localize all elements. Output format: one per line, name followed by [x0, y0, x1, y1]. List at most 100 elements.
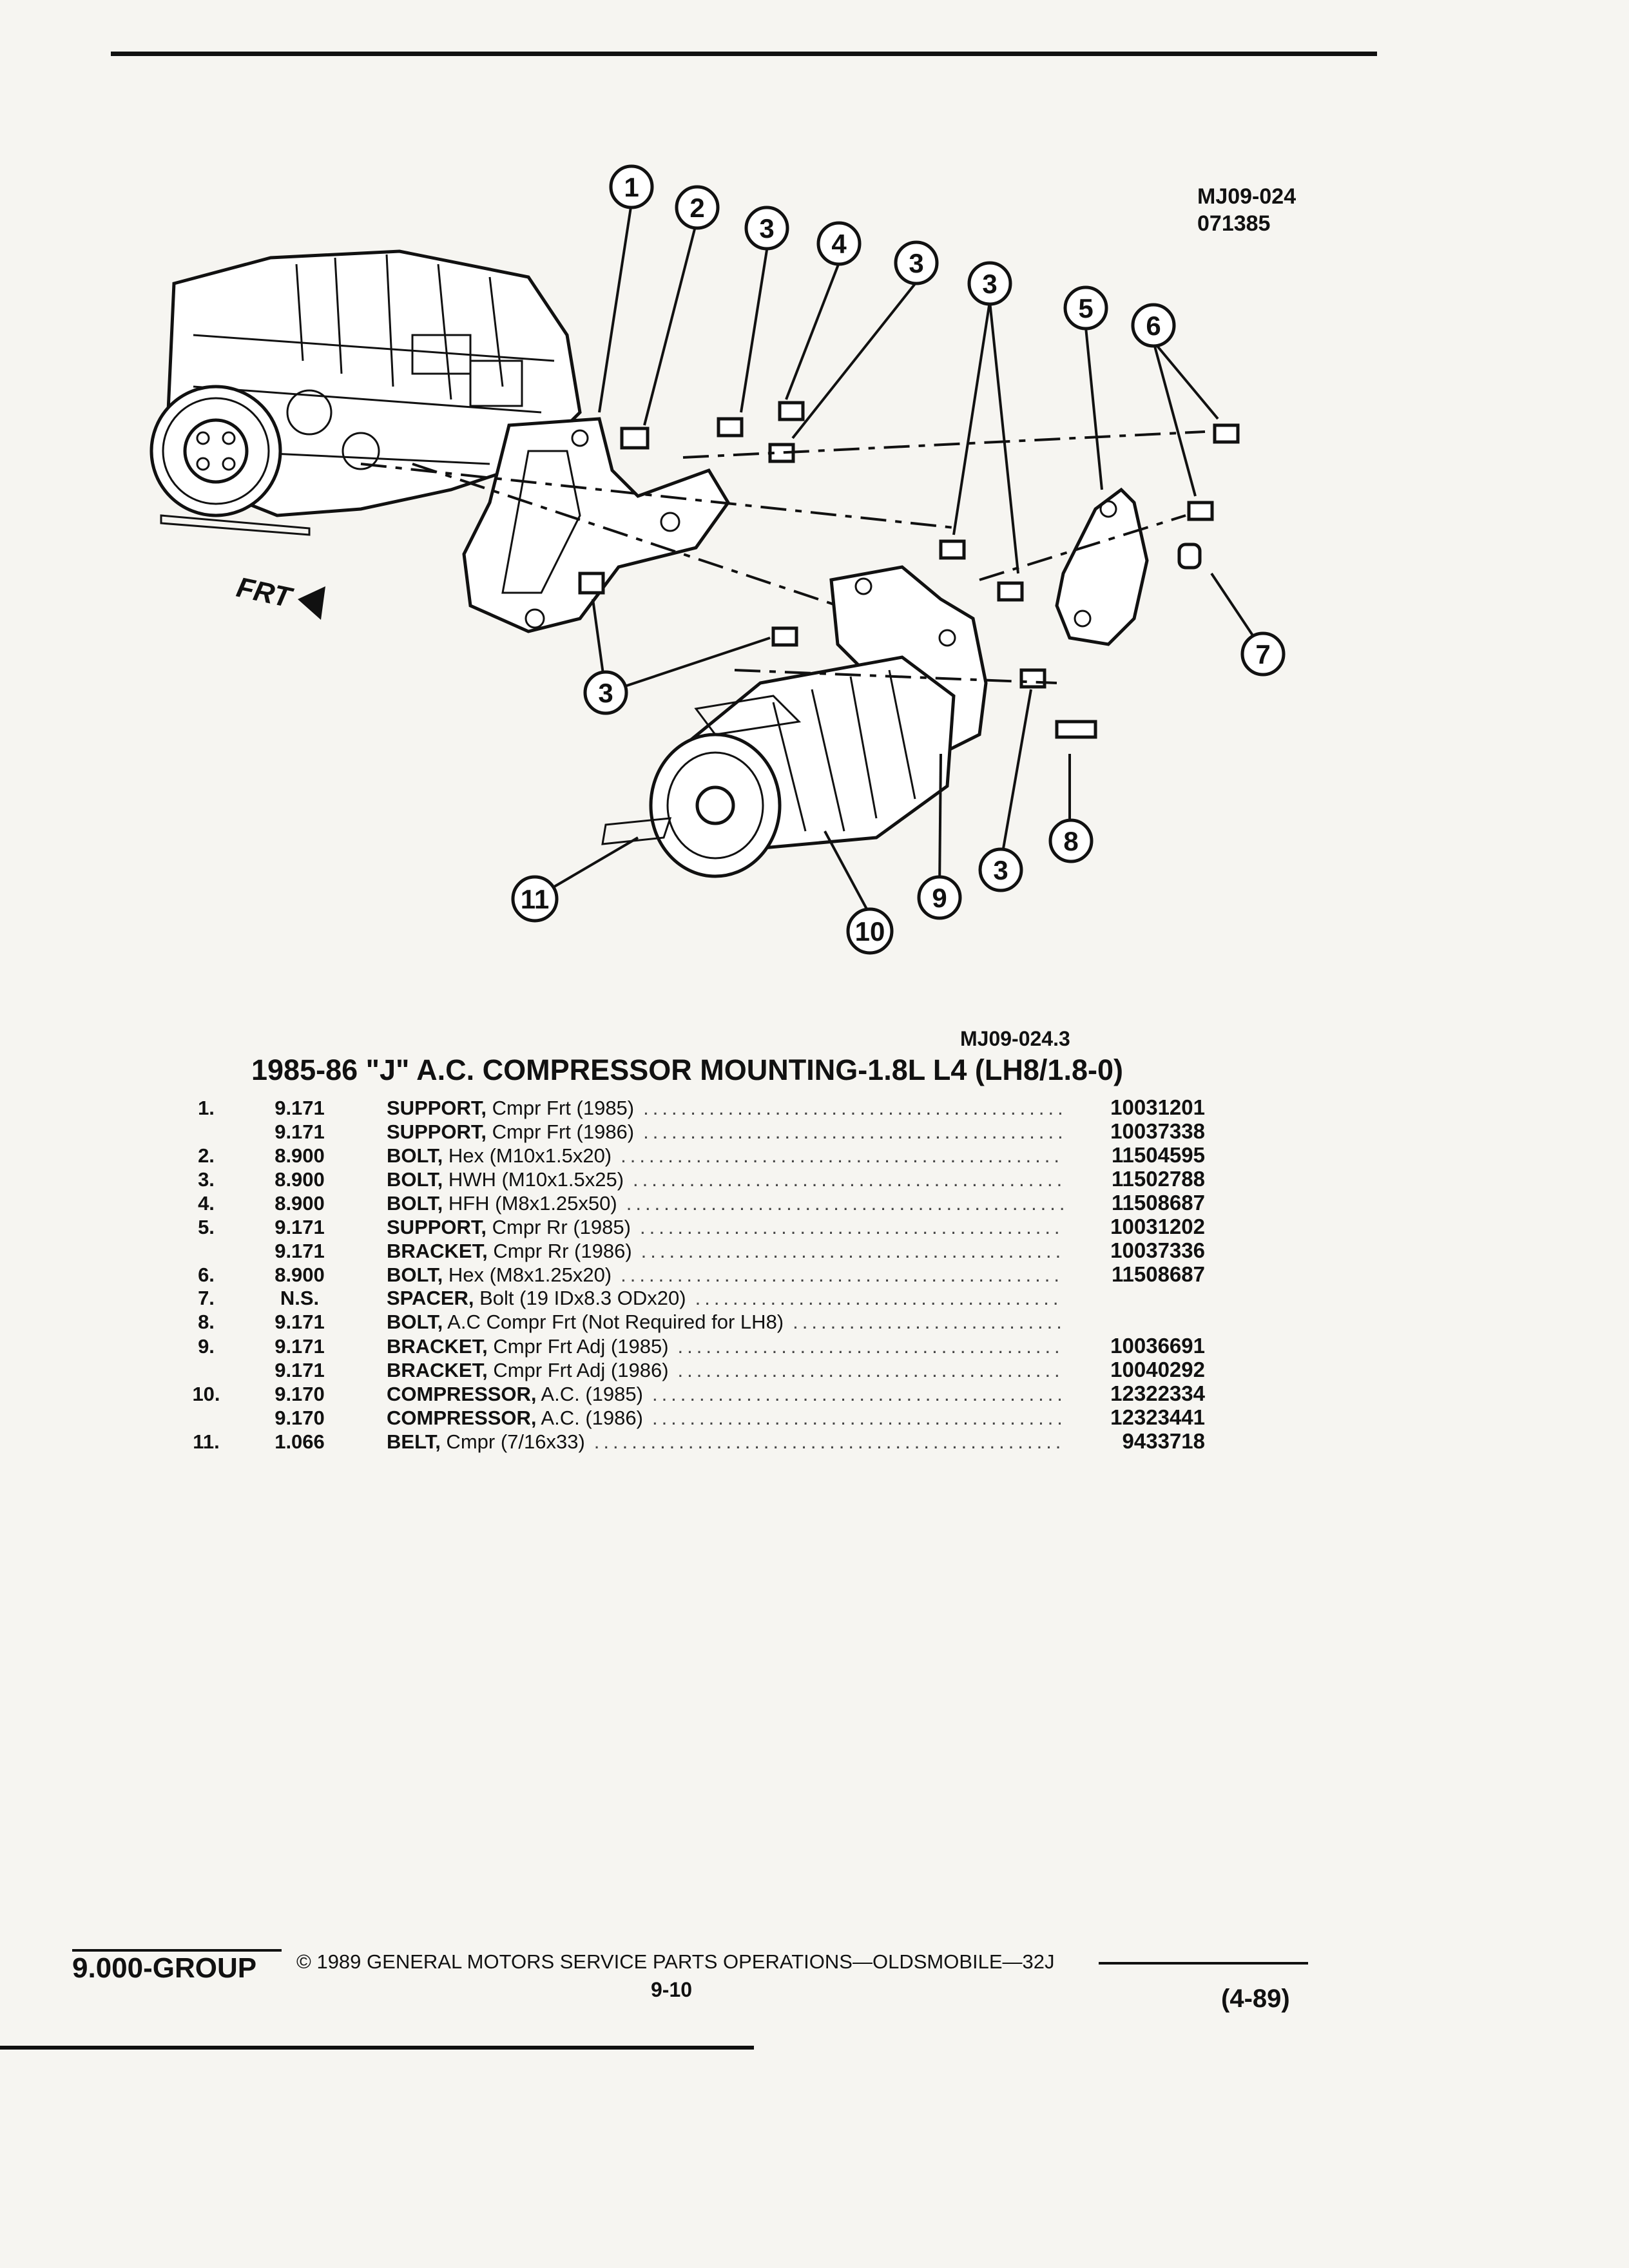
part-detail: Hex (M10x1.5x20)	[443, 1144, 612, 1167]
part-detail: Cmpr (7/16x33)	[440, 1430, 585, 1453]
part-detail: Bolt (19 IDx8.3 ODx20)	[474, 1287, 686, 1309]
part-description: BOLT, HFH (M8x1.25x50)	[361, 1191, 1063, 1215]
svg-text:6: 6	[1146, 311, 1161, 341]
ac-compressor	[649, 655, 956, 878]
part-detail: HFH (M8x1.25x50)	[443, 1192, 617, 1215]
part-name: SUPPORT,	[387, 1216, 487, 1238]
callout-6: 6	[1131, 303, 1176, 348]
callout-5: 5	[1063, 285, 1108, 331]
part-detail: Cmpr Frt Adj (1985)	[487, 1335, 669, 1358]
part-name: BRACKET,	[387, 1240, 488, 1262]
part-description: BRACKET, Cmpr Rr (1986)	[361, 1239, 1063, 1263]
table-row: 9. 9.171 BRACKET, Cmpr Frt Adj (1985) 10036…	[174, 1334, 1205, 1358]
part-name: COMPRESSOR,	[387, 1383, 537, 1405]
leader-dots	[643, 1382, 1063, 1406]
svg-text:3: 3	[759, 213, 774, 244]
item-number: 10.	[192, 1383, 220, 1405]
crankshaft-pulley	[149, 385, 311, 536]
group-number: 9.171	[275, 1216, 325, 1238]
leader-dots	[686, 1286, 1063, 1310]
svg-text:3: 3	[993, 855, 1008, 885]
part-detail: Cmpr Rr (1985)	[487, 1216, 631, 1238]
table-row: 3. 8.900 BOLT, HWH (M10x1.5x25) 11502788	[174, 1167, 1205, 1191]
leader-dots	[624, 1168, 1063, 1191]
part-name: SPACER,	[387, 1287, 474, 1309]
callout-10: 10	[846, 907, 894, 955]
parts-list-title: 1985-86 "J" A.C. COMPRESSOR MOUNTING-1.8…	[251, 1053, 1123, 1086]
figure-date: 071385	[1197, 211, 1271, 236]
part-detail: Cmpr Rr (1986)	[487, 1240, 632, 1262]
item-number: 3.	[198, 1168, 215, 1191]
part-number: 11504595	[1111, 1143, 1205, 1167]
part-number: 10037336	[1110, 1238, 1205, 1262]
part-description: SPACER, Bolt (19 IDx8.3 ODx20)	[361, 1286, 1063, 1310]
bolt-set	[578, 401, 1240, 739]
item-number: 2.	[198, 1144, 215, 1167]
group-number: 8.900	[275, 1264, 325, 1286]
leader-dots	[643, 1406, 1063, 1430]
leader-dots	[612, 1263, 1063, 1287]
part-number: 10036691	[1110, 1334, 1205, 1358]
item-number: 8.	[198, 1311, 215, 1333]
footer-copyright: © 1989 GENERAL MOTORS SERVICE PARTS OPER…	[296, 1950, 1055, 1973]
part-detail: HWH (M10x1.5x25)	[443, 1168, 624, 1191]
part-detail: A.C. (1986)	[536, 1407, 643, 1429]
leader-dots	[784, 1310, 1063, 1334]
part-number: 10031202	[1110, 1215, 1205, 1238]
part-name: BOLT,	[387, 1168, 443, 1191]
part-name: BRACKET,	[387, 1335, 488, 1358]
callout-8: 8	[1048, 818, 1094, 863]
leader-dots	[634, 1120, 1063, 1144]
alignment-line	[412, 463, 838, 607]
table-row: 5. 9.171 SUPPORT, Cmpr Rr (1985) 10031202	[174, 1215, 1205, 1238]
leader-dots	[669, 1358, 1063, 1382]
part-name: BELT,	[387, 1430, 441, 1453]
callout-3: 3	[978, 847, 1023, 892]
part-name: COMPRESSOR,	[387, 1407, 537, 1429]
footer-group: 9.000-GROUP	[72, 1952, 257, 1984]
part-name: BRACKET,	[387, 1359, 488, 1381]
group-number: 9.170	[275, 1383, 325, 1405]
part-description: SUPPORT, Cmpr Rr (1985)	[361, 1215, 1063, 1239]
part-name: BOLT,	[387, 1264, 443, 1286]
svg-text:8: 8	[1063, 826, 1078, 856]
group-number: 8.900	[275, 1168, 325, 1191]
callout-3: 3	[744, 206, 789, 251]
leader-dots	[617, 1191, 1063, 1215]
item-number: 5.	[198, 1216, 215, 1238]
part-number: 11508687	[1111, 1191, 1205, 1215]
part-description: COMPRESSOR, A.C. (1985)	[361, 1382, 1063, 1406]
part-detail: Cmpr Frt (1985)	[487, 1097, 635, 1119]
part-number: 12323441	[1110, 1405, 1205, 1429]
exploded-view-diagram: FRT 1 2 3 3 4 3 3 5 6 7 3 3 8 9 10 11	[149, 164, 1286, 955]
callout-4: 4	[816, 221, 862, 266]
leader-lines	[543, 202, 1264, 916]
svg-text:2: 2	[689, 193, 704, 223]
leader-dots	[612, 1144, 1063, 1168]
callout-3: 3	[583, 670, 628, 715]
table-row: 7.N.S.SPACER, Bolt (19 IDx8.3 ODx20)	[174, 1286, 1205, 1310]
callout-11: 11	[511, 875, 559, 923]
part-number: 9433718	[1122, 1429, 1205, 1453]
part-description: BRACKET, Cmpr Frt Adj (1986)	[361, 1358, 1063, 1382]
part-number: 11502788	[1111, 1167, 1205, 1191]
table-row: 9.170 COMPRESSOR, A.C. (1986) 12323441	[174, 1405, 1205, 1429]
svg-text:3: 3	[982, 269, 997, 299]
item-number: 11.	[193, 1430, 220, 1453]
compressor-belt	[601, 817, 672, 845]
part-description: BELT, Cmpr (7/16x33)	[361, 1430, 1063, 1454]
group-number: 9.171	[275, 1120, 325, 1143]
callout-7: 7	[1240, 631, 1286, 677]
svg-text:3: 3	[909, 248, 923, 278]
item-number: 9.	[198, 1335, 215, 1358]
callout-3: 3	[967, 261, 1012, 306]
part-detail: Cmpr Frt Adj (1986)	[487, 1359, 669, 1381]
group-number: 9.170	[275, 1407, 325, 1429]
group-number: 9.171	[275, 1335, 325, 1358]
rear-support	[1055, 487, 1202, 646]
front-direction-marker: FRT	[234, 572, 325, 620]
